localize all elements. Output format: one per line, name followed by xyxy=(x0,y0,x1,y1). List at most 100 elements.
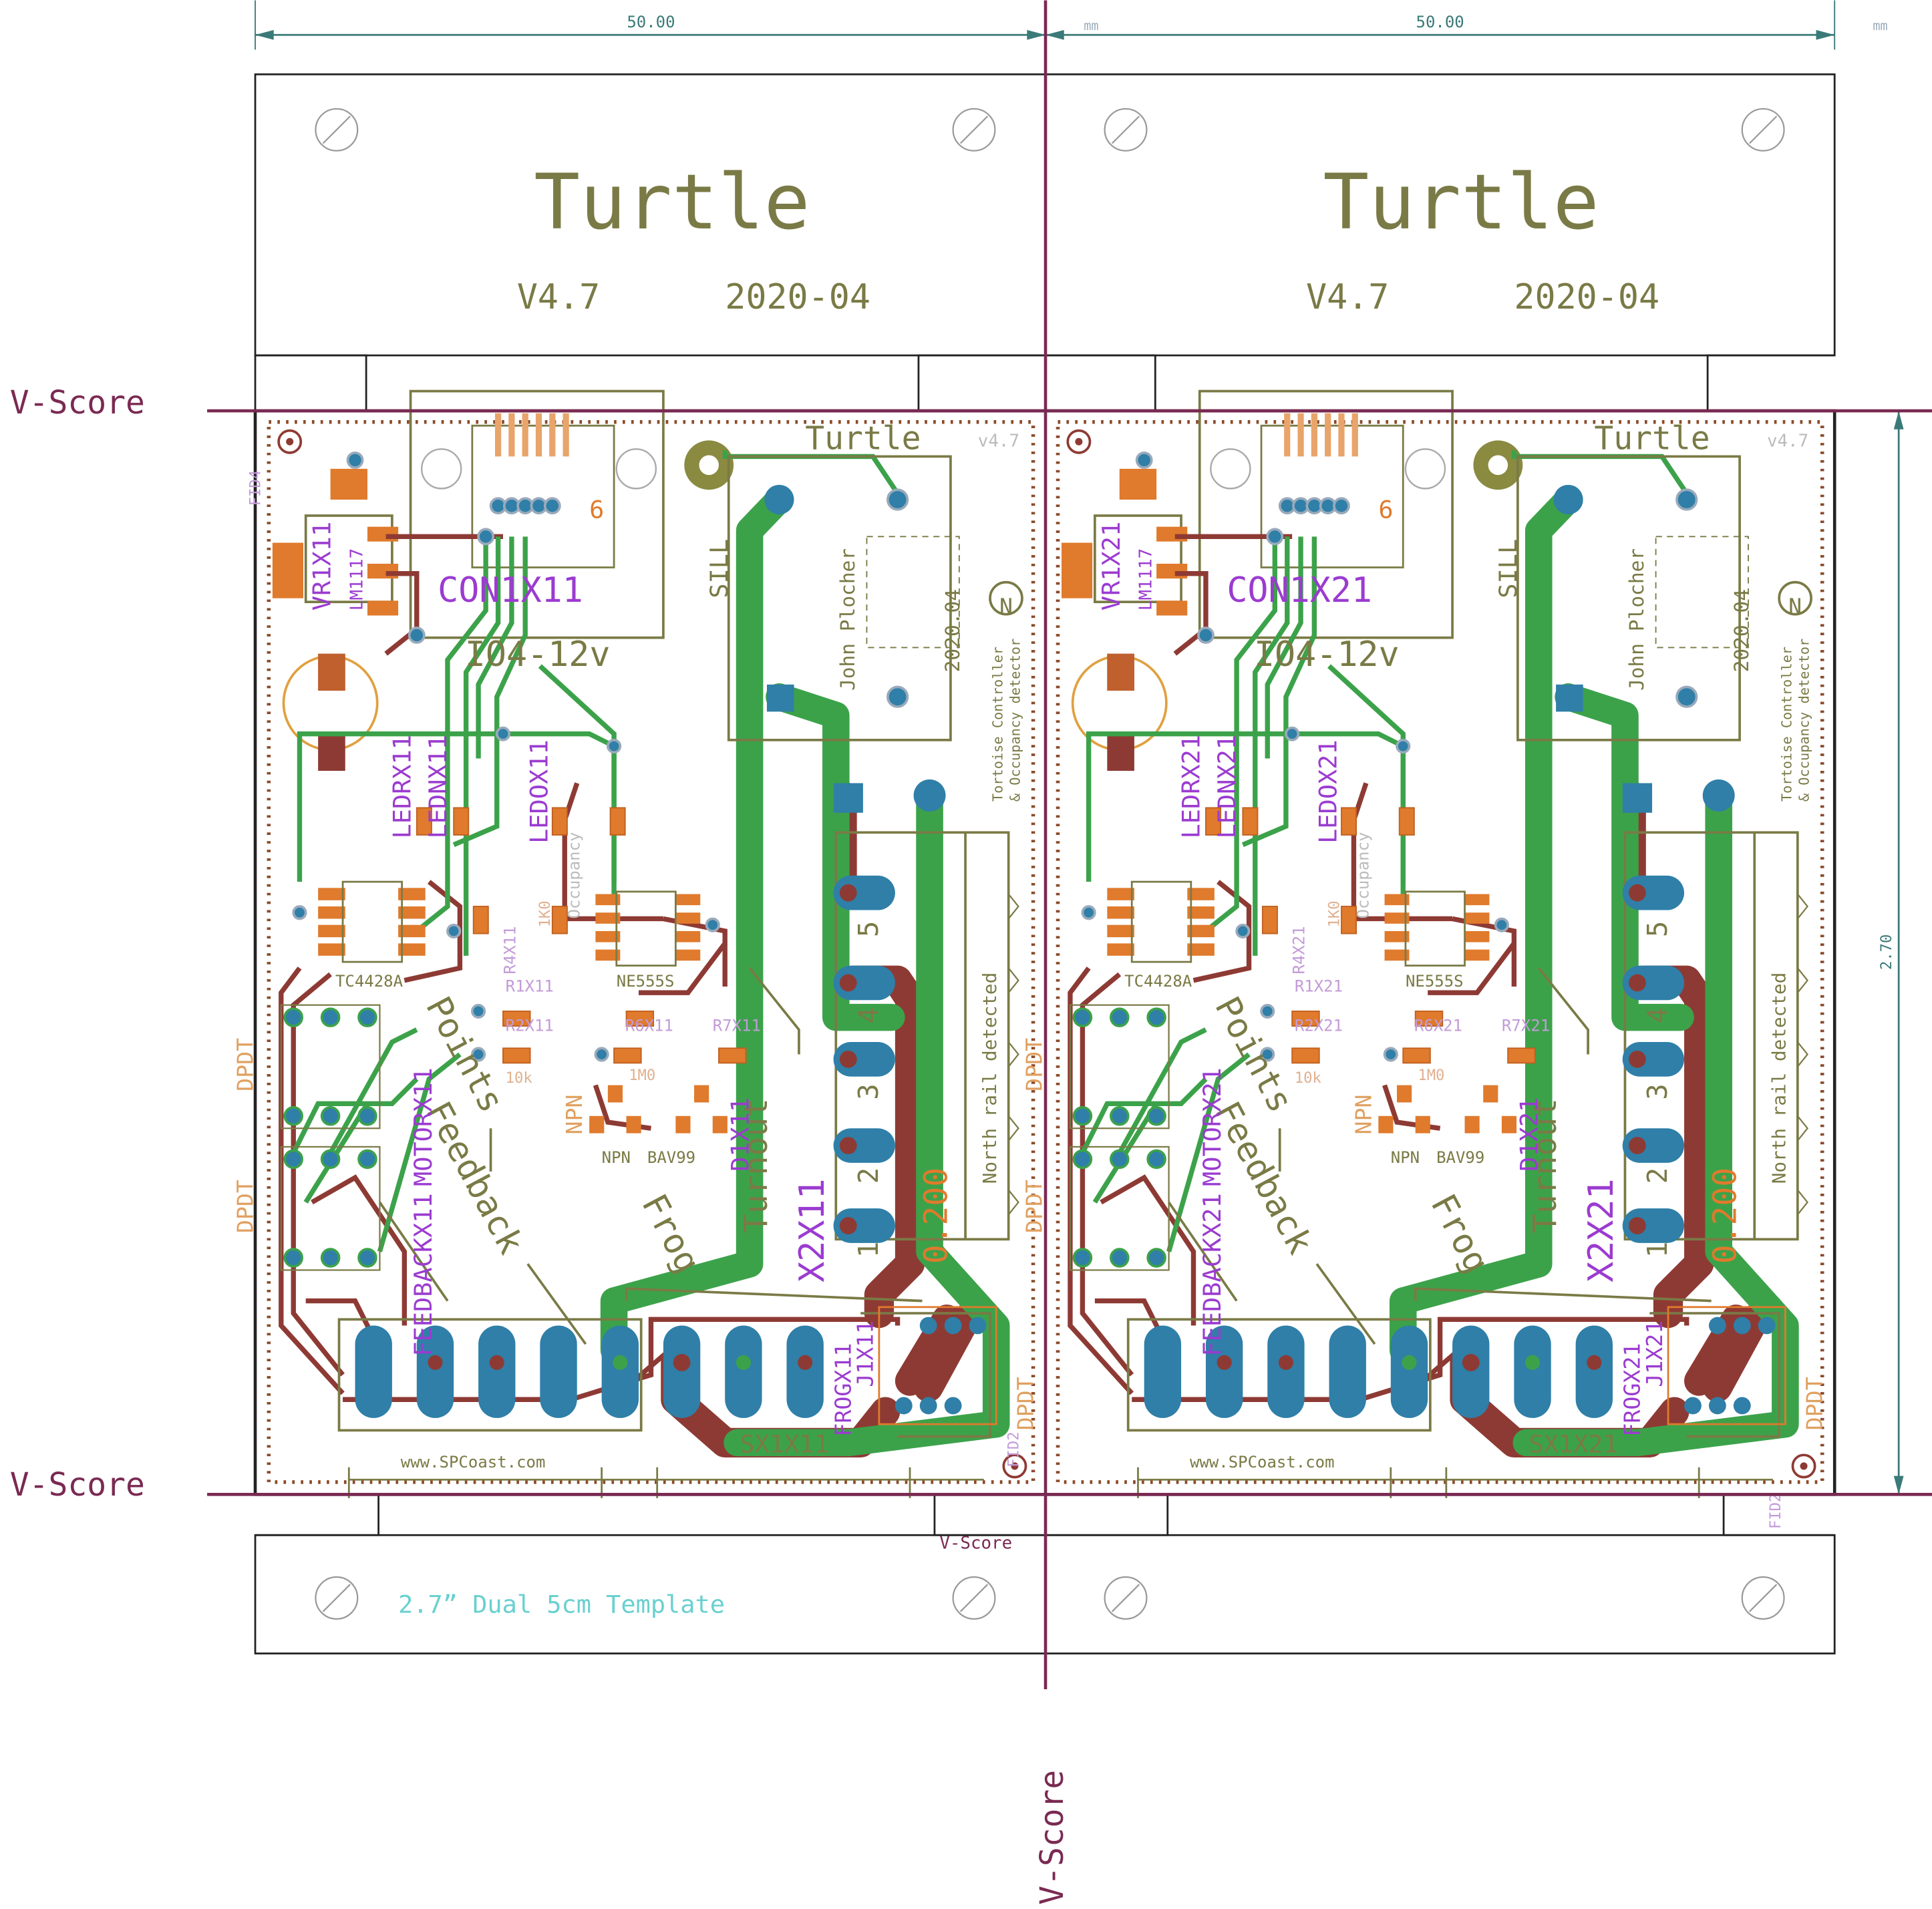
npn-silk-right: NPN xyxy=(1350,1094,1376,1134)
turnout-right: Turnout xyxy=(1526,1098,1564,1233)
regulator-value-left: LM1117 xyxy=(347,548,367,611)
terminal-num-5-left: 5 xyxy=(852,921,884,937)
occupancy-left: Occupancy xyxy=(565,832,583,919)
regulator-right: VR1X21 xyxy=(1097,522,1126,611)
dimension-top-right: 50.00 mm xyxy=(1045,0,1888,50)
value-1m0-right: 1M0 xyxy=(1418,1067,1444,1084)
terminal-main-right: X2X21 xyxy=(1581,1178,1621,1282)
vscore-lines xyxy=(207,0,1932,1689)
author-left: John Plocher xyxy=(836,548,859,691)
author-right: John Plocher xyxy=(1625,548,1648,691)
led-mid-right: LEDNX21 xyxy=(1213,735,1241,839)
value-1k0-left: 1K0 xyxy=(536,900,554,927)
npn-silk-left: NPN xyxy=(561,1094,587,1134)
dpdt-2-right: DPDT xyxy=(1021,1180,1048,1233)
dpdt-1-right: DPDT xyxy=(1021,1038,1048,1091)
terminal-main-left: X2X11 xyxy=(792,1178,832,1282)
dimension-unit-right: mm xyxy=(1873,19,1887,33)
driver-left: TC4428A xyxy=(335,972,403,991)
terminal-j-right: J1X21 xyxy=(1641,1321,1667,1387)
terminal-frog-right: FROGX21 xyxy=(1619,1343,1645,1437)
terminal-num-1-left: 1 xyxy=(852,1242,884,1258)
vscore-label-small: V-Score xyxy=(939,1534,1012,1554)
led-pos-left: LEDRX11 xyxy=(388,735,417,839)
r7-right: R7X21 xyxy=(1502,1016,1550,1035)
dimension-left-width: 50.00 xyxy=(627,13,675,31)
motor-left: MOTORX11 xyxy=(409,1067,438,1186)
tab-bottom-left xyxy=(254,1494,1047,1655)
template-label: 2.7” Dual 5cm Template xyxy=(398,1590,725,1619)
diode-name-right: D1X21 xyxy=(1514,1097,1543,1172)
dimension-right-width: 50.00 xyxy=(1416,13,1464,31)
board-title-left: Turtle xyxy=(805,419,921,457)
io-label-right: IO4-12v xyxy=(1254,635,1400,675)
fid2-left: FID2 xyxy=(1005,1431,1022,1467)
dimension-height: 2.70 xyxy=(1834,410,1924,1496)
dpdt-3-left: DPDT xyxy=(1013,1377,1039,1430)
tab-date-left: 2020-04 xyxy=(725,277,870,317)
terminal-num-4-left: 4 xyxy=(852,1007,884,1023)
regulator-value-right: LM1117 xyxy=(1136,548,1156,611)
r2-right: R2X21 xyxy=(1295,1016,1343,1035)
value-10k-right: 10k xyxy=(1295,1069,1321,1087)
connector-right: CON1X21 xyxy=(1227,570,1372,611)
diode-right: BAV99 xyxy=(1436,1148,1484,1167)
stitch-right xyxy=(1056,419,1824,1484)
connector-pin-left: 6 xyxy=(589,496,604,524)
tortoise-2-left: & Occupancy detector xyxy=(1007,639,1023,802)
tab-title-left: Turtle xyxy=(534,158,810,246)
tortoise-1-left: Tortoise Controller xyxy=(989,647,1005,802)
sill-left: SILL xyxy=(705,539,734,598)
mounting-holes-bottom xyxy=(315,1576,1785,1620)
dimension-unit-left: mm xyxy=(1084,19,1098,33)
frog-left: Frog xyxy=(633,1188,707,1280)
terminal-num-1-right: 1 xyxy=(1641,1242,1673,1258)
panel-right-labels: Turtle V4.7 2020-04 Turtle v4.7 CON1X21 … xyxy=(1021,158,1828,1529)
terminal-num-3-right: 3 xyxy=(1641,1083,1673,1099)
compass-left: N xyxy=(999,594,1013,620)
tab-bottom-right xyxy=(1044,1494,1836,1655)
vscore-label-vertical: V-Score xyxy=(1033,1770,1071,1905)
tortoise-1-right: Tortoise Controller xyxy=(1779,647,1795,802)
tab-title-right: Turtle xyxy=(1323,158,1599,246)
dimension-top-left: 50.00 mm xyxy=(255,0,1098,50)
board-version-right: v4.7 xyxy=(1767,431,1808,452)
timer-right: NE555S xyxy=(1406,972,1464,991)
occupancy-right: Occupancy xyxy=(1354,832,1373,919)
r6-left: R6X11 xyxy=(625,1016,673,1035)
led-mid-left: LEDNX11 xyxy=(424,735,452,839)
dpdt-2-left: DPDT xyxy=(232,1180,258,1233)
dpdt-1-left: DPDT xyxy=(232,1038,258,1091)
spacing-left: 0.200 xyxy=(917,1168,955,1264)
frog-right: Frog xyxy=(1422,1188,1496,1280)
led-pos-right: LEDRX21 xyxy=(1177,735,1206,839)
terminal-j-left: J1X11 xyxy=(852,1321,878,1387)
panel-art-left xyxy=(273,391,1026,1498)
terminal-num-2-right: 2 xyxy=(1641,1168,1673,1184)
author-date-left: 2020.04 xyxy=(941,589,964,672)
npn-right: NPN xyxy=(1391,1148,1420,1167)
mounting-holes-top xyxy=(315,108,1785,152)
tab-version-left: V4.7 xyxy=(517,277,600,317)
feedback-left: FEEDBACKX11 xyxy=(409,1193,438,1356)
r7-left: R7X11 xyxy=(713,1016,761,1035)
diode-name-left: D1X11 xyxy=(726,1097,754,1172)
compass-right: N xyxy=(1788,594,1802,620)
led-occ-right: LEDOX21 xyxy=(1314,739,1343,844)
stitch-left xyxy=(267,419,1035,1484)
timer-left: NE555S xyxy=(617,972,675,991)
connector-pin-right: 6 xyxy=(1378,496,1393,524)
terminal-frog-left: FROGX11 xyxy=(830,1343,856,1437)
r6-right: R6X21 xyxy=(1414,1016,1462,1035)
terminal-num-5-right: 5 xyxy=(1641,921,1673,937)
vscore-label-bottom: V-Score xyxy=(10,1466,145,1504)
regulator-left: VR1X11 xyxy=(308,522,337,611)
fid4-left: FID4 xyxy=(247,470,264,506)
tab-version-right: V4.7 xyxy=(1306,277,1389,317)
dimension-height-label: 2.70 xyxy=(1878,934,1895,970)
spacing-right: 0.200 xyxy=(1707,1168,1744,1264)
spcoast-right: www.SPCoast.com xyxy=(1190,1453,1335,1471)
connector-left: CON1X11 xyxy=(438,570,583,611)
r1-left: R1X11 xyxy=(506,977,554,995)
